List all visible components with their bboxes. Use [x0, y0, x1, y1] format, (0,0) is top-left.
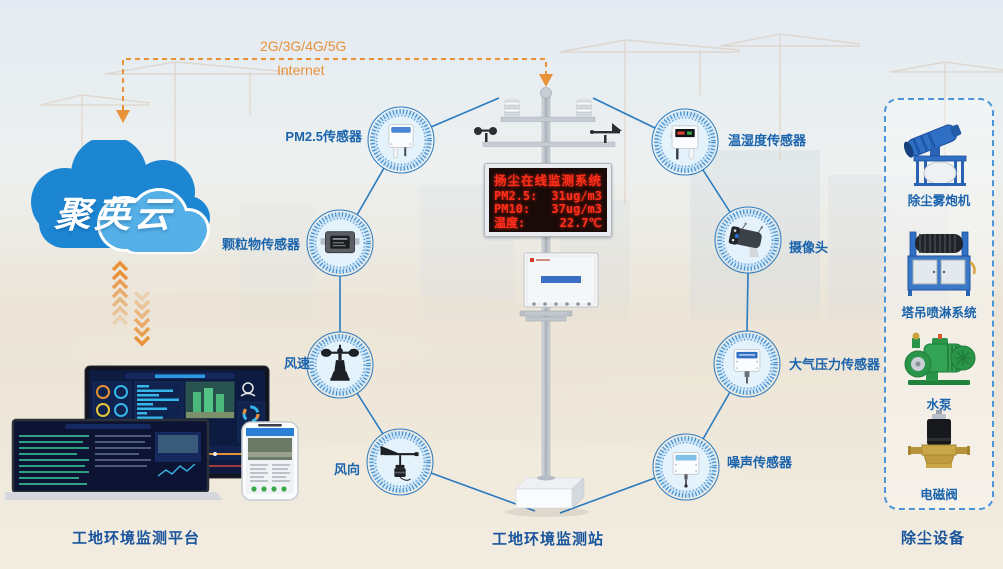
led-title: 扬尘在线监测系统 [494, 173, 603, 189]
equipment-item-solenoid-valve: 电磁阀 [896, 408, 982, 503]
camera-icon [714, 206, 782, 274]
equipment-label-solenoid-valve: 电磁阀 [920, 488, 958, 502]
radiation-shield-right [575, 98, 593, 116]
platform-caption: 工地环境监测平台 [71, 530, 200, 547]
equipment-label-fog-cannon: 除尘雾炮机 [907, 194, 971, 208]
label-wind-direction: 风向 [333, 462, 360, 477]
cloud-icon [31, 140, 210, 254]
label-pressure-sensor: 大气压力传感器 [789, 357, 881, 372]
sensor-ring-links [339, 97, 749, 514]
led-pm10-value: 37ug/m3 [551, 202, 602, 217]
water-pump-icon [904, 332, 976, 385]
pole-top-ball [540, 87, 552, 99]
station-control-box [523, 252, 599, 308]
sensor-node-temp-humidity [651, 108, 719, 176]
equipment-label-water-pump: 水泵 [926, 398, 952, 412]
led-row-pm10: PM10: 37ug/m3 [494, 203, 602, 216]
monitoring-station [474, 87, 622, 517]
spray-system-icon [907, 231, 976, 296]
network-route [116, 58, 553, 123]
label-camera: 摄像头 [789, 240, 829, 255]
upper-crossarm [500, 116, 596, 122]
led-display: 扬尘在线监测系统 PM2.5: 31ug/m3 PM10: 37ug/m3 温度… [484, 163, 612, 237]
smartphone [241, 421, 299, 501]
equipment-item-fog-cannon: 除尘雾炮机 [896, 114, 982, 209]
sensor-node-pm25 [367, 106, 435, 174]
equipment-item-water-pump: 水泵 [896, 318, 982, 413]
fog-cannon-icon [903, 124, 967, 186]
lower-crossarm [482, 141, 616, 147]
led-temp-value: 22.7℃ [559, 215, 602, 230]
label-pm25-sensor: PM2.5传感器 [285, 129, 362, 144]
download-chevrons [133, 290, 151, 347]
sensor-node-camera [714, 206, 782, 274]
sensor-node-noise [652, 433, 720, 501]
led-pm10-label: PM10: [494, 202, 531, 217]
cloud-name: 聚英云 [53, 194, 177, 235]
led-temp-label: 温度: [494, 215, 526, 230]
monitoring-platform-devices [5, 365, 299, 501]
laptop [5, 418, 223, 500]
wind-speed-anemometer-icon [306, 331, 374, 399]
equipment-caption: 除尘设备 [900, 530, 965, 547]
equipment-label-spray-system: 塔吊喷淋系统 [901, 306, 977, 320]
label-particulate-sensor: 颗粒物传感器 [221, 237, 300, 252]
solenoid-valve-icon [908, 410, 970, 468]
label-noise-sensor: 噪声传感器 [727, 455, 793, 470]
arrow-down-to-station [539, 74, 553, 87]
station-caption: 工地环境监测站 [491, 531, 604, 548]
sensor-node-particulate [306, 209, 374, 277]
led-pm25-value: 31ug/m3 [551, 188, 602, 203]
led-row-temp: 温度: 22.7℃ [494, 215, 602, 230]
internet-label: Internet [277, 62, 325, 78]
label-temp-humidity-sensor: 温湿度传感器 [728, 133, 807, 148]
noise-sensor-icon [652, 433, 720, 501]
equipment-item-spray-system: 塔吊喷淋系统 [896, 226, 982, 321]
sensor-node-pressure [713, 330, 781, 398]
station-base [515, 475, 585, 509]
pm25-sensor-icon [367, 106, 435, 174]
sensor-node-wind-direction [366, 428, 434, 496]
led-row-pm25: PM2.5: 31ug/m3 [494, 188, 602, 203]
upload-chevrons [111, 260, 129, 326]
temp-humidity-sensor-icon [651, 108, 719, 176]
led-pm25-label: PM2.5: [494, 188, 538, 203]
pole-clamp [519, 310, 573, 322]
anemometer-on-mast [474, 127, 497, 142]
wind-vane-icon [366, 428, 434, 496]
sensor-node-wind-speed [306, 331, 374, 399]
arrow-down-to-cloud [116, 110, 130, 123]
radiation-shield-left [503, 98, 521, 116]
cloud-platform: 聚英云 [25, 140, 210, 265]
wind-vane-on-mast [590, 123, 622, 143]
particulate-sensor-icon [306, 209, 374, 277]
pressure-sensor-icon [713, 330, 781, 398]
led-screen: 扬尘在线监测系统 PM2.5: 31ug/m3 PM10: 37ug/m3 温度… [489, 168, 607, 232]
label-wind-speed: 风速 [283, 356, 310, 371]
network-type-label: 2G/3G/4G/5G [260, 38, 347, 54]
dust-equipment-panel: 除尘雾炮机 塔吊喷淋系统 [884, 98, 994, 510]
